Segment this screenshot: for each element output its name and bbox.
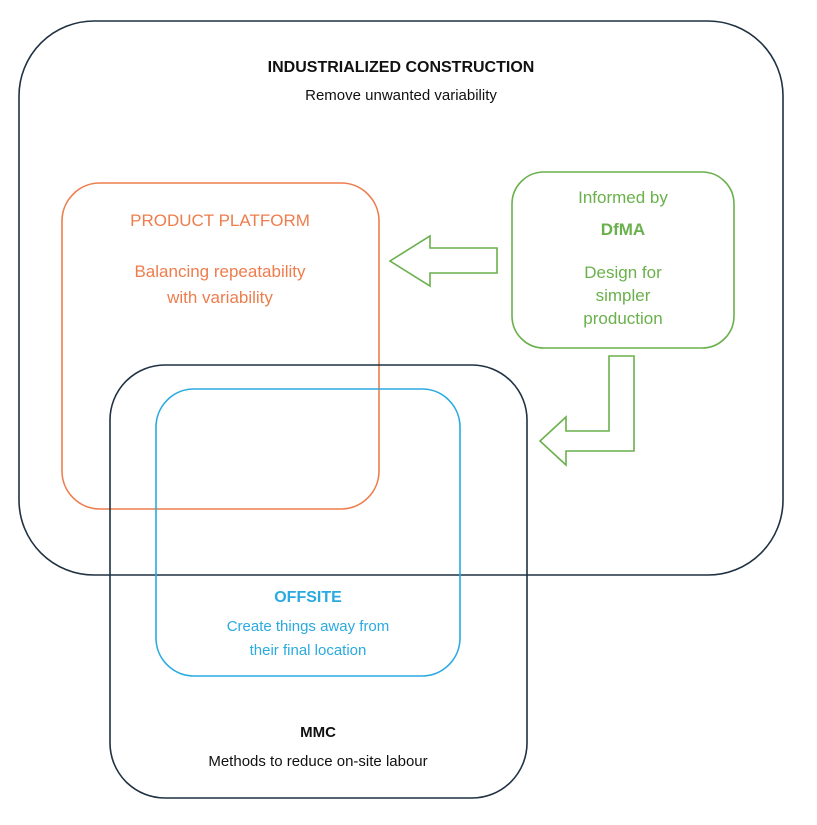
mmc-title: MMC: [300, 724, 336, 741]
mmc-box: [109, 364, 528, 799]
offsite-title: OFFSITE: [274, 589, 342, 606]
arrow-left-icon: [388, 234, 498, 288]
product-platform-line2: with variability: [166, 288, 273, 307]
dfma-box: [511, 171, 735, 349]
industrialized-construction-subtitle: Remove unwanted variability: [305, 87, 497, 104]
industrialized-construction-title: INDUSTRIALIZED CONSTRUCTION: [268, 59, 535, 76]
dfma-title: DfMA: [601, 220, 645, 239]
offsite-line1: Create things away from: [227, 618, 390, 635]
dfma-line-design-for: Design for: [584, 263, 662, 282]
dfma-line-simpler: simpler: [596, 286, 651, 305]
offsite-line2: their final location: [250, 642, 367, 659]
mmc-subtitle: Methods to reduce on-site labour: [208, 753, 427, 770]
product-platform-box: [61, 182, 380, 510]
dfma-line-production: production: [583, 309, 662, 328]
elbow-arrow-down-left-icon: [538, 355, 635, 467]
industrialized-construction-box: [18, 20, 784, 576]
dfma-informed-by: Informed by: [578, 188, 668, 207]
product-platform-title: PRODUCT PLATFORM: [130, 211, 310, 230]
offsite-box: [155, 388, 461, 677]
product-platform-line1: Balancing repeatability: [134, 262, 306, 281]
